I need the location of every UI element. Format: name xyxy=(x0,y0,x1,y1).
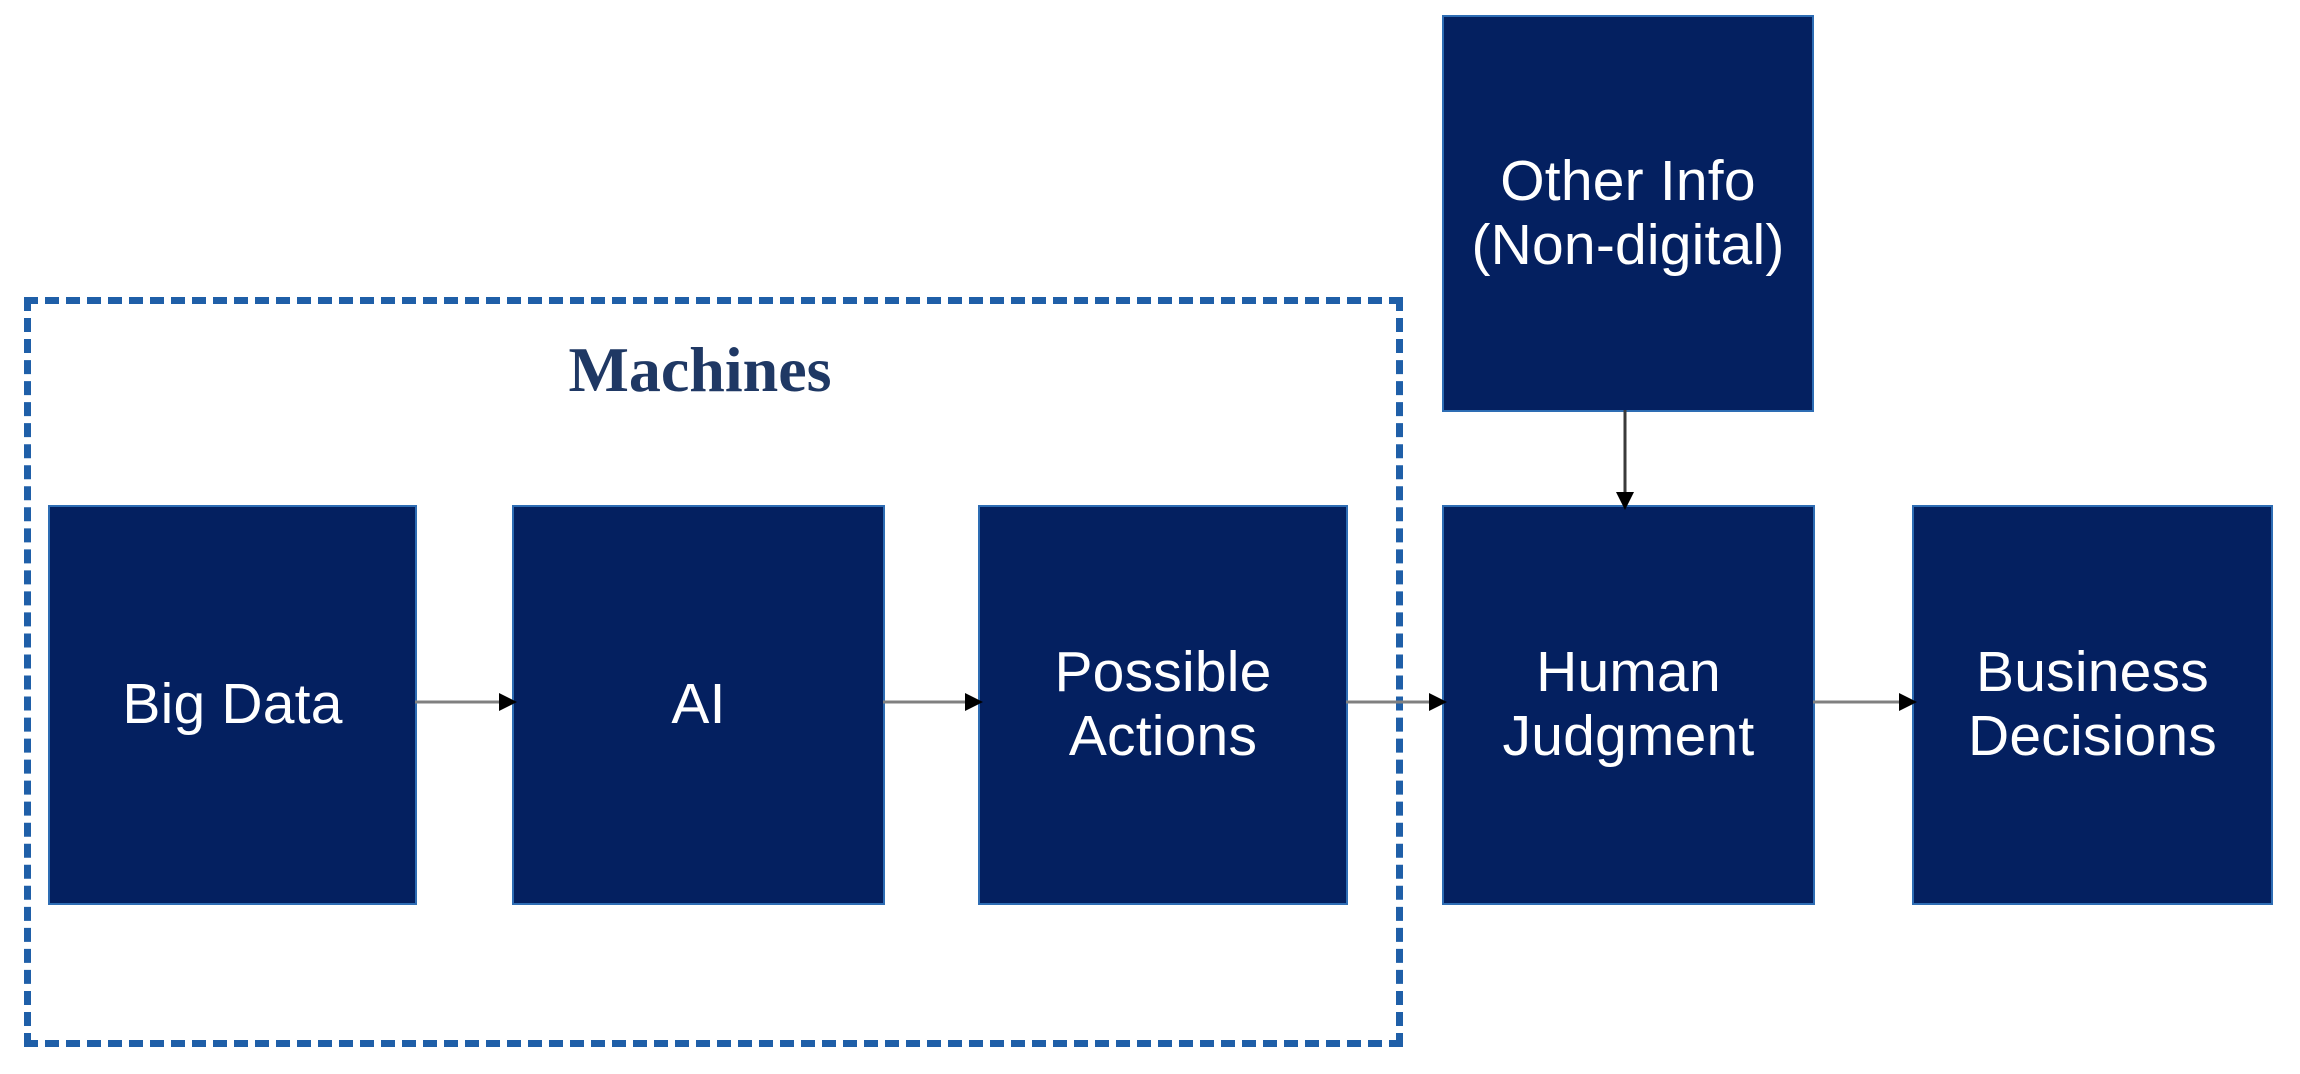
node-big-data[interactable]: Big Data xyxy=(48,505,417,905)
node-other-info-label: Other Info (Non-digital) xyxy=(1471,148,1785,277)
node-possible-actions-label: Possible Actions xyxy=(1054,640,1272,768)
node-human-judgment-label: Human Judgment xyxy=(1502,640,1755,768)
node-human-judgment[interactable]: Human Judgment xyxy=(1442,505,1815,905)
arrow-other-info-to-human-judgment-icon xyxy=(1611,410,1639,510)
node-other-info[interactable]: Other Info (Non-digital) xyxy=(1442,15,1814,412)
machines-group-boundary xyxy=(24,297,1403,1047)
node-possible-actions[interactable]: Possible Actions xyxy=(978,505,1348,905)
node-big-data-label: Big Data xyxy=(122,672,343,737)
node-ai[interactable]: AI xyxy=(512,505,885,905)
node-ai-label: AI xyxy=(671,672,726,737)
node-business-decisions-label: Business Decisions xyxy=(1968,640,2217,768)
arrow-human-judgment-to-business-decisions-icon xyxy=(1813,688,1917,716)
machines-group-label: Machines xyxy=(568,334,832,405)
node-business-decisions[interactable]: Business Decisions xyxy=(1912,505,2273,905)
